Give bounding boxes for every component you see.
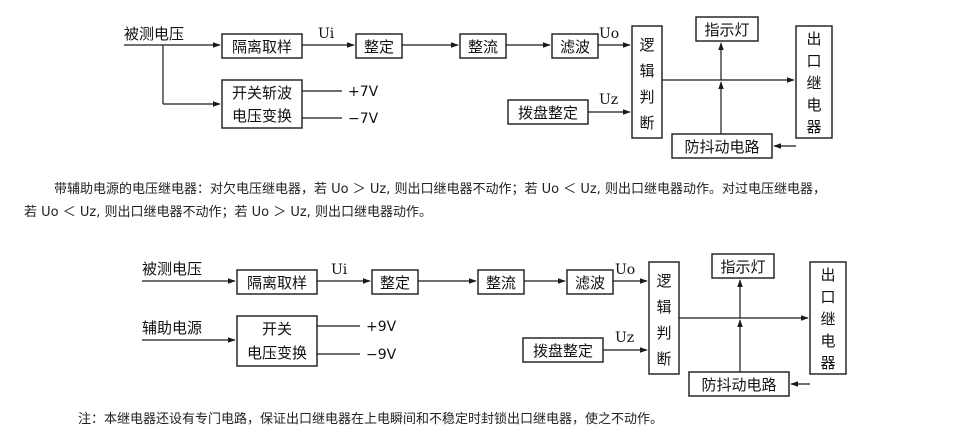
anti-bounce-block [671,133,773,159]
relay-char-5: 器 [806,118,821,136]
logic-judgment-block [648,261,680,375]
relay-char-4: 电 [806,96,821,114]
isolation-sampling-block [221,33,303,59]
isolation-sampling-label: 隔离取样 [247,274,307,292]
logic-char-4: 断 [656,350,671,368]
description-line-1: 带辅助电源的电压继电器：对欠电压继电器，若 Uo ＞ Uz, 则出口继电器不动作… [54,182,826,197]
uo-signal-label: Uo [599,26,619,42]
aux-power-label: 辅助电源 [142,319,202,337]
rectifier-block [477,269,525,295]
converter-line-1: 开关 [262,320,292,338]
uz-signal-label: Uz [599,92,618,108]
logic-char-3: 判 [656,324,671,342]
filter-block [566,269,614,295]
relay-char-4: 电 [820,332,835,350]
plus-voltage-label: +7V [348,84,379,100]
input-voltage-label: 被测电压 [142,260,202,278]
logic-char-2: 辑 [639,62,654,80]
dial-setting-label: 拨盘整定 [533,342,593,360]
logic-char-3: 判 [639,88,654,106]
relay-char-3: 继 [806,74,821,92]
logic-char-1: 逻 [656,272,671,290]
converter-line-1: 开关斩波 [232,84,292,102]
relay-char-3: 继 [820,310,835,328]
filter-label: 滤波 [575,274,605,292]
converter-line-2: 电压变换 [247,344,307,362]
dial-setting-label: 拨盘整定 [518,104,578,122]
logic-judgment-block [631,25,663,139]
dial-setting-block [522,337,604,363]
ui-signal-label: Ui [331,262,348,278]
rectifier-label: 整流 [486,274,516,292]
input-voltage-label: 被测电压 [124,25,184,43]
anti-bounce-label: 防抖动电路 [701,376,776,394]
indicator-light-block [711,253,775,279]
relay-char-5: 器 [820,354,835,372]
rectifier-block [459,33,507,59]
indicator-light-label: 指示灯 [704,21,749,39]
anti-bounce-block [688,371,790,397]
logic-char-4: 断 [639,114,654,132]
rectifier-label: 整流 [468,38,498,56]
diagram-2: 被测电压 隔离取样 Ui 整定 整流 滤波 Uo 逻 辑 判 断 拨盘整定 Uz… [142,253,847,397]
chopper-converter-block [221,79,303,129]
relay-char-1: 出 [806,30,821,48]
uz-signal-label: Uz [615,330,634,346]
logic-char-2: 辑 [656,298,671,316]
shaping-block [371,269,419,295]
relay-char-1: 出 [820,266,835,284]
relay-char-2: 口 [820,288,835,306]
minus-voltage-label: −9V [366,347,397,363]
diagram-1: 被测电压 隔离取样 Ui 整定 整流 滤波 Uo 逻 辑 判 断 拨盘整定 Uz… [124,16,833,159]
output-relay-block [809,261,847,375]
shaping-label: 整定 [364,38,394,56]
logic-char-1: 逻 [639,36,654,54]
description-line-2: 若 Uo ＜ Uz, 则出口继电器不动作；若 Uo ＞ Uz, 则出口继电器动作… [24,205,432,220]
filter-block [551,33,599,59]
relay-char-2: 口 [806,52,821,70]
shaping-block [355,33,403,59]
uo-signal-label: Uo [615,262,635,278]
output-relay-block [795,25,833,139]
plus-voltage-label: +9V [366,319,397,335]
converter-line-2: 电压变换 [232,107,292,125]
indicator-light-label: 指示灯 [720,258,765,276]
ui-signal-label: Ui [318,26,335,42]
filter-label: 滤波 [560,38,590,56]
isolation-sampling-label: 隔离取样 [232,38,292,56]
footnote: 注：本继电器还设有专门电路，保证出口继电器在上电瞬间和不稳定时封锁出口继电器，使… [78,412,664,427]
isolation-sampling-block [236,269,318,295]
shaping-label: 整定 [380,274,410,292]
minus-voltage-label: −7V [348,111,379,127]
converter-block [236,315,318,367]
indicator-light-block [695,16,759,42]
anti-bounce-label: 防抖动电路 [684,138,759,156]
